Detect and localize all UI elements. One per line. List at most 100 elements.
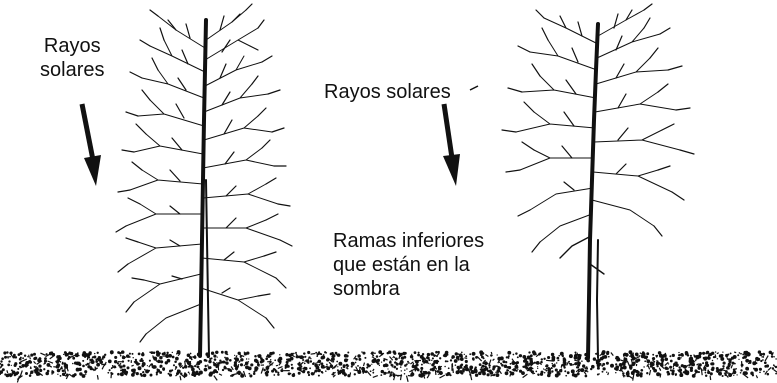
- soil-speck: [171, 355, 175, 359]
- soil-speck: [17, 367, 20, 370]
- soil-speck: [205, 359, 208, 362]
- soil-speck: [688, 359, 693, 364]
- soil-speck: [441, 372, 443, 374]
- soil-speck: [565, 374, 568, 377]
- soil-speck: [765, 364, 770, 368]
- soil-speck: [443, 353, 448, 358]
- soil-speck: [428, 359, 431, 362]
- soil-speck: [45, 353, 48, 356]
- soil-grain: [137, 362, 141, 365]
- soil-grain: [490, 374, 495, 377]
- soil-grain: [659, 373, 662, 378]
- soil-speck: [707, 356, 710, 359]
- soil-speck: [315, 365, 320, 370]
- soil-grain: [62, 373, 67, 377]
- soil-speck: [745, 372, 748, 375]
- soil-speck: [149, 351, 151, 353]
- lower-branches-shade-label: Ramas inferiores que están en la sombra: [333, 229, 484, 301]
- soil-speck: [459, 357, 464, 361]
- soil-speck: [12, 355, 16, 359]
- soil-speck: [759, 371, 761, 374]
- soil-speck: [504, 371, 509, 376]
- soil-speck: [141, 364, 145, 368]
- soil-speck: [512, 368, 517, 372]
- soil-speck: [394, 361, 397, 364]
- soil-speck: [527, 364, 530, 367]
- soil-grain: [291, 354, 296, 358]
- soil-speck: [505, 356, 508, 359]
- soil-speck: [96, 351, 99, 354]
- soil-grain: [103, 361, 107, 366]
- soil-speck: [315, 351, 318, 354]
- soil-speck: [392, 356, 394, 359]
- soil-grain: [86, 354, 89, 361]
- soil-speck: [635, 359, 639, 363]
- soil-speck: [636, 370, 640, 374]
- soil-speck: [364, 356, 367, 359]
- soil-grain: [226, 352, 229, 356]
- soil-speck: [393, 351, 397, 355]
- soil-grain: [633, 355, 640, 361]
- soil-speck: [507, 350, 512, 355]
- soil-grain: [615, 365, 618, 368]
- soil-speck: [159, 355, 163, 360]
- soil-speck: [632, 368, 637, 373]
- soil-speck: [732, 368, 736, 372]
- soil-speck: [342, 365, 346, 369]
- soil-speck: [57, 365, 59, 367]
- soil-speck: [586, 369, 588, 371]
- soil-speck: [528, 366, 533, 370]
- soil-speck: [626, 352, 628, 355]
- soil-grain: [721, 368, 727, 372]
- soil-grain: [557, 359, 560, 362]
- soil-speck: [431, 359, 433, 362]
- soil-speck: [577, 355, 582, 360]
- soil-speck: [293, 352, 295, 355]
- soil-grain: [522, 373, 528, 379]
- soil-grain: [607, 372, 610, 376]
- soil-speck: [204, 364, 207, 368]
- soil-grain: [620, 359, 626, 363]
- soil-grain: [398, 354, 401, 360]
- soil-speck: [22, 357, 25, 360]
- soil-grain: [424, 354, 430, 360]
- soil-speck: [568, 362, 571, 365]
- soil-speck: [605, 371, 608, 373]
- soil-speck: [253, 358, 258, 363]
- soil-speck: [369, 370, 372, 373]
- soil-speck: [79, 372, 83, 376]
- soil-grain: [734, 351, 737, 354]
- soil-speck: [238, 360, 241, 363]
- soil-grain: [148, 363, 152, 368]
- soil-speck: [273, 374, 276, 376]
- soil-grain: [362, 368, 366, 375]
- soil-speck: [671, 353, 675, 358]
- soil-speck: [447, 367, 450, 370]
- soil-speck: [72, 356, 76, 360]
- soil-speck: [506, 369, 509, 372]
- soil-speck: [537, 367, 539, 370]
- soil-grain: [481, 365, 483, 368]
- soil-speck: [430, 352, 434, 356]
- soil-speck: [239, 363, 244, 367]
- soil-speck: [697, 366, 701, 370]
- soil-grain: [392, 372, 395, 378]
- soil-speck: [693, 354, 695, 356]
- soil-speck: [740, 352, 742, 355]
- soil-speck: [371, 363, 373, 365]
- soil-speck: [582, 364, 586, 368]
- soil-grain: [630, 358, 634, 365]
- soil-speck: [39, 368, 41, 370]
- soil-speck: [471, 351, 476, 356]
- soil-grain: [610, 352, 614, 356]
- soil-speck: [649, 361, 654, 365]
- soil-speck: [515, 365, 519, 369]
- soil-speck: [711, 359, 714, 362]
- soil-speck: [338, 361, 343, 366]
- soil-speck: [149, 373, 153, 377]
- soil-speck: [59, 374, 62, 377]
- soil-speck: [682, 364, 687, 369]
- soil-grain: [39, 373, 44, 377]
- soil-speck: [499, 356, 504, 361]
- soil-speck: [303, 352, 306, 355]
